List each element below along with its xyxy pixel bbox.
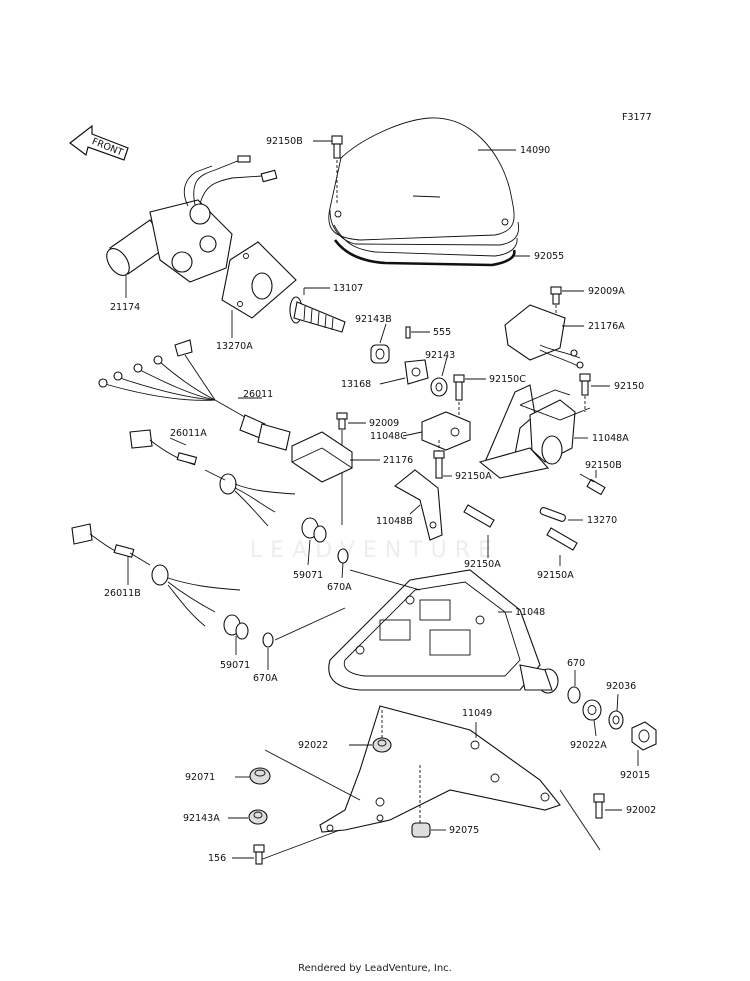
- part-59071-top-grommet: [301, 517, 327, 566]
- part-13107-shaft: [289, 287, 346, 333]
- label-92022A: 92022A: [570, 740, 607, 751]
- part-92143B-bushing: [370, 323, 390, 364]
- part-11048C-block: [402, 411, 471, 451]
- label-26011A: 26011A: [170, 428, 207, 439]
- label-555: 555: [433, 327, 451, 338]
- part-92150B-bolt: [313, 135, 343, 205]
- part-92150A-mid-bolt: [433, 440, 452, 479]
- label-11048A: 11048A: [592, 433, 629, 444]
- label-92071: 92071: [185, 772, 215, 783]
- label-92015: 92015: [620, 770, 650, 781]
- label-92143: 92143: [425, 350, 455, 361]
- part-670A-top-oring: [337, 548, 349, 579]
- part-92150A-right-bolt: [546, 527, 578, 566]
- label-59071-top: 59071: [293, 570, 323, 581]
- label-92036: 92036: [606, 681, 636, 692]
- label-92002: 92002: [626, 805, 656, 816]
- label-92009: 92009: [369, 418, 399, 429]
- part-92150-bolt: [579, 373, 610, 412]
- part-26011-harness: [98, 339, 291, 451]
- label-156: 156: [208, 853, 226, 864]
- part-92015-nut: [631, 721, 657, 766]
- label-92055: 92055: [534, 251, 564, 262]
- label-92150A-low: 92150A: [464, 559, 501, 570]
- part-13168-lever: [379, 359, 429, 385]
- part-21176A-switch: [504, 304, 584, 369]
- part-11048B-stay: [394, 469, 443, 541]
- part-92022A-washer: [582, 699, 602, 737]
- part-26011A-sensor: [129, 429, 296, 527]
- part-555-pin: [405, 326, 430, 339]
- label-59071-low: 59071: [220, 660, 250, 671]
- part-92150A-low-bolt: [463, 504, 495, 558]
- part-92009A-bolt: [550, 286, 584, 322]
- part-670-oring: [567, 670, 581, 704]
- part-21176-module: [291, 431, 380, 483]
- part-11049-plate: [319, 705, 561, 833]
- front-arrow-icon: FRONT: [69, 124, 129, 161]
- label-21176: 21176: [383, 455, 413, 466]
- label-92143A: 92143A: [183, 813, 220, 824]
- label-92150: 92150: [614, 381, 644, 392]
- part-92143-washer: [430, 356, 448, 397]
- label-92143B: 92143B: [355, 314, 392, 325]
- part-13270A-plate: [221, 241, 297, 338]
- label-21176A: 21176A: [588, 321, 625, 332]
- watermark-text: LEADVENTURE: [250, 538, 500, 563]
- label-92150A-mid: 92150A: [455, 471, 492, 482]
- label-13168: 13168: [341, 379, 371, 390]
- part-11048-base: [328, 569, 559, 694]
- part-92075-damper: [411, 822, 446, 838]
- label-11048B: 11048B: [376, 516, 413, 527]
- label-14090: 14090: [520, 145, 550, 156]
- label-21174: 21174: [110, 302, 140, 313]
- part-92036-washer: [608, 693, 624, 730]
- part-92071-grommet: [235, 767, 271, 785]
- part-92143A-collar: [228, 809, 268, 825]
- label-92075: 92075: [449, 825, 479, 836]
- label-92150C: 92150C: [489, 374, 526, 385]
- label-26011B: 26011B: [104, 588, 141, 599]
- footer-credit: Rendered by LeadVenture, Inc.: [298, 963, 452, 974]
- label-13270: 13270: [587, 515, 617, 526]
- label-92150B-right: 92150B: [585, 460, 622, 471]
- part-14090-cover: [328, 117, 520, 267]
- label-92150A-right: 92150A: [537, 570, 574, 581]
- figure-code: F3177: [622, 112, 652, 123]
- label-670A-top: 670A: [327, 582, 352, 593]
- label-26011: 26011: [243, 389, 273, 400]
- label-11049: 11049: [462, 708, 492, 719]
- label-92009A: 92009A: [588, 286, 625, 297]
- part-92002-bolt: [593, 793, 622, 819]
- part-13270-pin: [539, 507, 583, 522]
- label-13107: 13107: [333, 283, 363, 294]
- part-92150B-right-bolt: [579, 470, 606, 496]
- part-59071-low-grommet: [223, 614, 249, 655]
- part-26011B-sensor: [71, 523, 241, 627]
- part-156-bolt: [232, 844, 265, 865]
- label-92150B-top: 92150B: [266, 136, 303, 147]
- part-670A-low-oring: [262, 632, 274, 670]
- label-13270A: 13270A: [216, 341, 253, 352]
- part-21174-motor: [106, 155, 278, 298]
- label-11048: 11048: [515, 607, 545, 618]
- label-670: 670: [567, 658, 585, 669]
- part-92150C-bolt: [453, 374, 486, 420]
- label-92022: 92022: [298, 740, 328, 751]
- label-11048C: 11048C: [370, 431, 407, 442]
- label-670A-low: 670A: [253, 673, 278, 684]
- part-92022-washer: [349, 737, 392, 753]
